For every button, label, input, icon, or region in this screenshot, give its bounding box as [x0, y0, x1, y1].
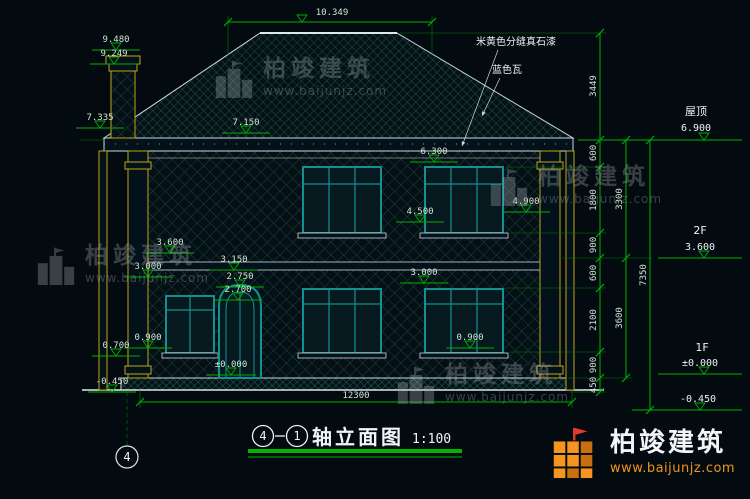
dim-600b: 600 — [589, 265, 599, 281]
axis-bubble-number: 4 — [123, 450, 130, 464]
chimney — [105, 55, 141, 139]
level-roof-label: 屋顶 — [685, 105, 707, 118]
extension-lines — [80, 16, 652, 446]
brand-url: www.baijunjz.com — [610, 460, 736, 476]
window-sill — [419, 352, 509, 359]
dim-3449: 3449 — [589, 75, 599, 97]
level-f2-label: 2F — [693, 224, 706, 237]
dimension-lines — [76, 14, 742, 415]
dim-450: 450 — [589, 377, 599, 393]
elev-door-head: 2.700 — [224, 285, 251, 295]
elev-w1-sill-left: 0.900 — [134, 333, 161, 343]
elev-chimney-top: 9.480 — [102, 35, 129, 45]
roof-tile-label: 蓝色瓦 — [492, 63, 522, 76]
dim-column-lines — [140, 33, 651, 410]
axis-bubble: 4 — [115, 445, 139, 469]
entry-door — [218, 283, 262, 379]
level-f2-value: 3.600 — [685, 242, 715, 253]
dim-ticks — [135, 17, 655, 415]
brand-logo: 柏竣建筑 www.baijunjz.com — [548, 426, 735, 480]
dim-7350: 7350 — [639, 264, 649, 286]
brand-name: 柏竣建筑 — [610, 428, 727, 459]
title-axis-to: 1 — [293, 429, 300, 443]
title-axis-from: 4 — [259, 429, 266, 443]
level-triangles — [694, 132, 710, 411]
roof — [102, 32, 575, 152]
leader-lines — [461, 49, 501, 147]
elevation-mark-triangles — [94, 14, 532, 393]
dim-total-width: 12300 — [342, 391, 369, 401]
dim-2100: 2100 — [589, 309, 599, 331]
level-lines — [578, 139, 742, 411]
level-roof-value: 6.900 — [681, 123, 711, 134]
dim-900b: 900 — [589, 357, 599, 373]
window-sill — [419, 232, 509, 239]
window-sill — [161, 352, 219, 359]
elev-w1-head-left: 3.000 — [134, 262, 161, 272]
elev-f2-floor: 3.600 — [156, 238, 183, 248]
elev-ridge: 10.349 — [316, 8, 349, 18]
level-f1-value: ±0.000 — [682, 358, 718, 369]
drawing-title: 轴立面图 — [312, 425, 404, 449]
elev-chimney-cap: 9.249 — [100, 49, 127, 59]
dim-600a: 600 — [589, 145, 599, 161]
pilasters-and-downpipes — [98, 150, 575, 391]
elev-parapet-right: 4.900 — [512, 197, 539, 207]
window-sill — [297, 232, 387, 239]
title-block: 4 1 轴立面图 1:100 — [248, 424, 462, 458]
dim-900a: 900 — [589, 237, 599, 253]
elev-eave-left: 7.335 — [86, 113, 113, 123]
elev-w2-sill: 4.500 — [406, 207, 433, 217]
dim-1800: 1800 — [589, 189, 599, 211]
level-f1-label: 1F — [695, 341, 708, 354]
title-underline-thick — [248, 449, 462, 453]
dim-3300: 3300 — [615, 188, 625, 210]
dim-3600: 3600 — [615, 307, 625, 329]
elev-door-arch: 2.750 — [226, 272, 253, 282]
elev-eave-top: 7.150 — [232, 118, 259, 128]
elev-plinth-left: 0.700 — [102, 341, 129, 351]
elev-w1-sill-right: 0.900 — [456, 333, 483, 343]
wall-material-label: 米黄色分缝真石漆 — [476, 35, 556, 48]
brand-building-icon — [553, 427, 593, 479]
floor-band — [127, 261, 561, 271]
level-ground-value: -0.450 — [680, 394, 716, 405]
elev-ground-left: -0.450 — [96, 377, 129, 387]
drawing-scale: 1:100 — [412, 432, 451, 447]
plinth — [120, 377, 567, 391]
elev-canopy: 3.150 — [220, 255, 247, 265]
elev-entry-level: ±0.000 — [215, 360, 248, 370]
windows-1f — [161, 288, 509, 359]
elev-w2-head: 6.300 — [420, 147, 447, 157]
window-sill — [297, 352, 387, 359]
elev-w1-head-right: 3.000 — [410, 268, 437, 278]
